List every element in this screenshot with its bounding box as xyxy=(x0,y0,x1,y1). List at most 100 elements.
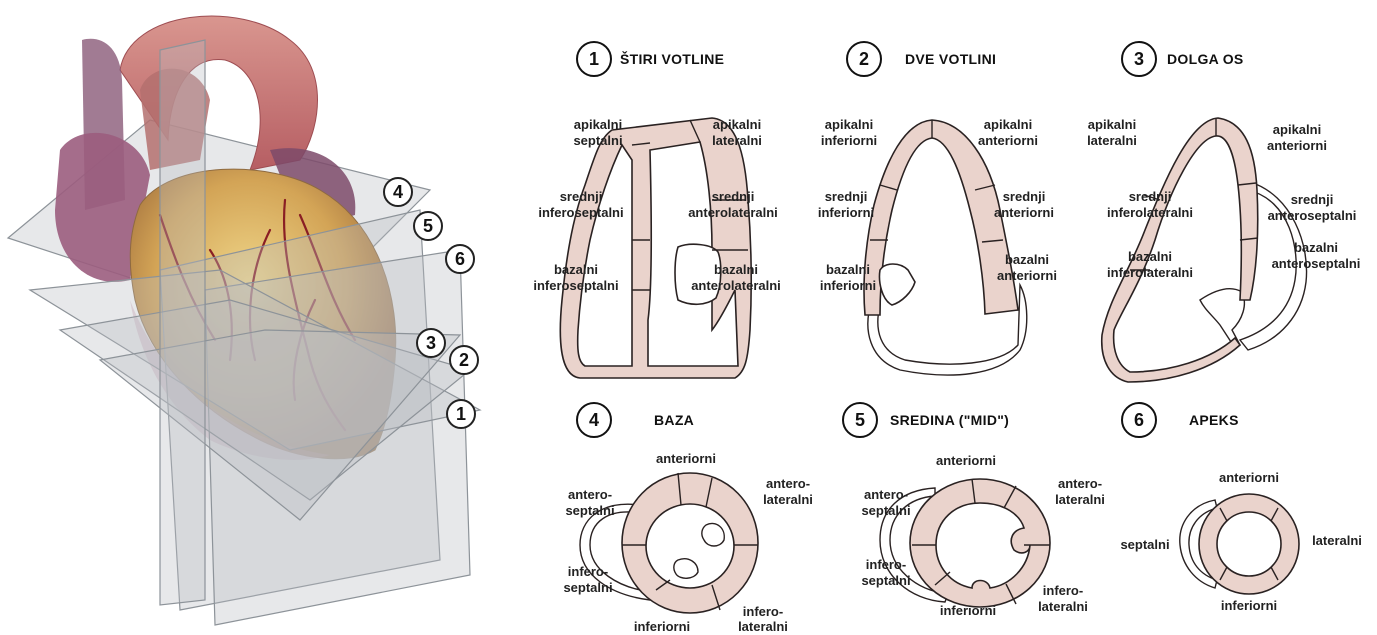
label-mid-inferoseptal-2: inferoseptalni xyxy=(538,205,623,220)
label-base-inferolateral-1: infero- xyxy=(743,604,783,619)
view-number-1: 1 xyxy=(589,49,599,69)
label-mid-inferior-1: srednji xyxy=(825,189,868,204)
label-basal-anterior-1: bazalni xyxy=(1005,252,1049,267)
label-base-anterolateral-2: lateralni xyxy=(763,492,813,507)
view-header-6: 6 APEKS xyxy=(1122,403,1239,437)
label-la-basal-inferolateral-1: bazalni xyxy=(1128,249,1172,264)
plane-marker-3: 3 xyxy=(417,329,445,357)
plane-marker-1: 1 xyxy=(447,400,475,428)
label-apical-inferior-1: apikalni xyxy=(825,117,873,132)
heart-illustration: 4 5 6 3 2 1 xyxy=(8,16,480,625)
long-axis-valve xyxy=(1200,289,1244,348)
apex-cavity xyxy=(1217,512,1281,576)
label-base-inferoseptal-2: septalni xyxy=(563,580,612,595)
view-header-1: 1 ŠTIRI VOTLINE xyxy=(577,42,724,76)
label-mid-anterolateral-2: anterolateralni xyxy=(688,205,778,220)
apex-short-axis-view xyxy=(1180,494,1299,594)
view-number-5: 5 xyxy=(855,410,865,430)
label-mid-anteroseptal-2: septalni xyxy=(861,503,910,518)
label-mid-anteroseptal-1: antero- xyxy=(864,487,908,502)
plane-4-front xyxy=(160,40,205,605)
label-mid-anterolateral-1: antero- xyxy=(1058,476,1102,491)
view-number-6: 6 xyxy=(1134,410,1144,430)
label-mid-anterior-2: anteriorni xyxy=(994,205,1054,220)
view-title-long-axis: DOLGA OS xyxy=(1167,51,1244,67)
label-basal-inferior-2: inferiorni xyxy=(820,278,876,293)
label-la-mid-inferolateral-2: inferolateralni xyxy=(1107,205,1193,220)
label-la-apical-lateral-2: lateralni xyxy=(1087,133,1137,148)
label-apex-inferior: inferiorni xyxy=(1221,598,1277,613)
label-basal-anterior-2: anteriorni xyxy=(997,268,1057,283)
four-chamber-view xyxy=(560,118,751,378)
label-la-apical-anterior-2: anteriorni xyxy=(1267,138,1327,153)
label-apical-septal-2: septalni xyxy=(573,133,622,148)
plane-marker-2: 2 xyxy=(450,346,478,374)
label-mid-inferolateral-2: lateralni xyxy=(1038,599,1088,614)
plane-marker-3-label: 3 xyxy=(426,333,436,353)
label-la-apical-anterior-1: apikalni xyxy=(1273,122,1321,137)
label-apex-lateral: lateralni xyxy=(1312,533,1362,548)
label-mid-inferoseptal-2: septalni xyxy=(861,573,910,588)
plane-marker-1-label: 1 xyxy=(456,404,466,424)
plane-marker-4-label: 4 xyxy=(393,182,403,202)
label-la-basal-inferolateral-2: inferolateralni xyxy=(1107,265,1193,280)
label-apical-lateral-1: apikalni xyxy=(713,117,761,132)
view-number-3: 3 xyxy=(1134,49,1144,69)
label-apical-anterior-2: anteriorni xyxy=(978,133,1038,148)
label-mid-inferoseptal-1: srednji xyxy=(560,189,603,204)
label-base-inferolateral-2: lateralni xyxy=(738,619,788,634)
label-mid-anterolateral-2: lateralni xyxy=(1055,492,1105,507)
plane-marker-4: 4 xyxy=(384,178,412,206)
label-mid-anterior: anteriorni xyxy=(936,453,996,468)
label-apex-anterior: anteriorni xyxy=(1219,470,1279,485)
two-chamber-labels: apikalni inferiorni apikalni anteriorni … xyxy=(818,117,1057,293)
plane-marker-5: 5 xyxy=(414,212,442,240)
label-la-mid-anteroseptal-2: anteroseptalni xyxy=(1268,208,1357,223)
label-apical-lateral-2: lateralni xyxy=(712,133,762,148)
plane-marker-6-label: 6 xyxy=(455,249,465,269)
label-apical-inferior-2: inferiorni xyxy=(821,133,877,148)
label-la-mid-inferolateral-1: srednji xyxy=(1129,189,1172,204)
label-mid-inferoseptal-1: infero- xyxy=(866,557,906,572)
two-chamber-view xyxy=(864,120,1027,375)
plane-marker-2-label: 2 xyxy=(459,350,469,370)
label-la-basal-anteroseptal-1: bazalni xyxy=(1294,240,1338,255)
label-mid-anterolateral-1: srednji xyxy=(712,189,755,204)
label-basal-inferoseptal-1: bazalni xyxy=(554,262,598,277)
view-header-2: 2 DVE VOTLINI xyxy=(847,42,996,76)
view-header-4: 4 BAZA xyxy=(577,403,694,437)
label-mid-inferolateral-1: infero- xyxy=(1043,583,1083,598)
plane-marker-6: 6 xyxy=(446,245,474,273)
label-mid-inferior: inferiorni xyxy=(940,603,996,618)
two-chamber-valve xyxy=(880,264,916,305)
label-base-anterolateral-1: antero- xyxy=(766,476,810,491)
label-base-anteroseptal-1: antero- xyxy=(568,487,612,502)
label-apex-septal: septalni xyxy=(1120,537,1169,552)
view-title-two-chamber: DVE VOTLINI xyxy=(905,51,996,67)
view-title-four-chamber: ŠTIRI VOTLINE xyxy=(620,50,724,67)
label-la-apical-lateral-1: apikalni xyxy=(1088,117,1136,132)
view-header-3: 3 DOLGA OS xyxy=(1122,42,1244,76)
long-axis-wall xyxy=(1102,118,1258,382)
base-papillary-1 xyxy=(702,523,724,546)
label-base-anterior: anteriorni xyxy=(656,451,716,466)
view-header-5: 5 SREDINA ("MID") xyxy=(843,403,1009,437)
label-la-basal-anteroseptal-2: anteroseptalni xyxy=(1272,256,1361,271)
long-axis-labels: apikalni lateralni apikalni anteriorni s… xyxy=(1087,117,1360,280)
label-basal-inferoseptal-2: inferoseptalni xyxy=(533,278,618,293)
label-basal-anterolateral-1: bazalni xyxy=(714,262,758,277)
view-title-mid: SREDINA ("MID") xyxy=(890,412,1009,428)
view-number-2: 2 xyxy=(859,49,869,69)
label-base-inferoseptal-1: infero- xyxy=(568,564,608,579)
view-title-apex: APEKS xyxy=(1189,412,1239,428)
label-base-anteroseptal-2: septalni xyxy=(565,503,614,518)
plane-marker-5-label: 5 xyxy=(423,216,433,236)
label-apical-septal-1: apikalni xyxy=(574,117,622,132)
label-apical-anterior-1: apikalni xyxy=(984,117,1032,132)
label-la-mid-anteroseptal-1: srednji xyxy=(1291,192,1334,207)
label-mid-inferior-2: inferiorni xyxy=(818,205,874,220)
label-base-inferior: inferiorni xyxy=(634,619,690,634)
view-title-base: BAZA xyxy=(654,412,694,428)
